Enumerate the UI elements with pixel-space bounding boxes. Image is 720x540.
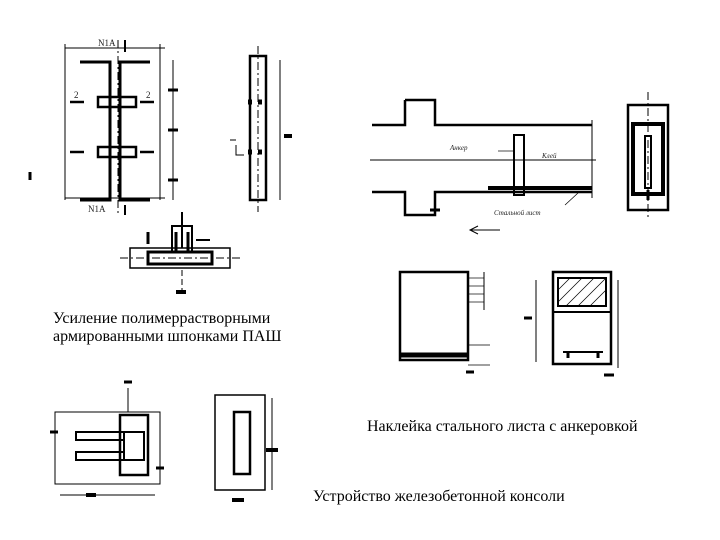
drawing-steel-plate-section [626, 92, 670, 220]
drawing-pash-column-section [230, 46, 292, 212]
caption-pash-line2: армированными шпонками ПАШ [53, 328, 282, 345]
callout-anchor: Анкер [449, 144, 468, 152]
hatch-pattern [557, 277, 607, 307]
drawing-steel-plate-elevation [370, 98, 596, 235]
section-mark-bottom: N1A [88, 204, 106, 214]
pash-key-lower [96, 145, 138, 159]
section-mark-top: N1A [98, 38, 116, 48]
caption-pash-line1: Усиление полимерраствoрными [53, 310, 271, 327]
callout-plate: Стальной лист [494, 209, 541, 217]
callout-adhesive: Клей [541, 152, 557, 160]
drawing-rc-console-elevation [398, 270, 490, 374]
anchor-bolt [513, 134, 525, 196]
mark-right: 2 [146, 90, 151, 100]
caption-steel-plate: Наклейка стального листа с анкеровкой [367, 418, 638, 435]
drawing-console-side [214, 394, 278, 502]
pash-key-upper [96, 95, 138, 109]
drawing-rc-console-section [524, 270, 619, 377]
drawing-console-plan [50, 380, 164, 497]
caption-rc-console: Устройство железобетонной консоли [313, 488, 565, 505]
drawing-pash-column-elevation [28, 40, 178, 215]
mark-left: 2 [74, 90, 79, 100]
drawing-pash-plan-section [120, 212, 240, 294]
